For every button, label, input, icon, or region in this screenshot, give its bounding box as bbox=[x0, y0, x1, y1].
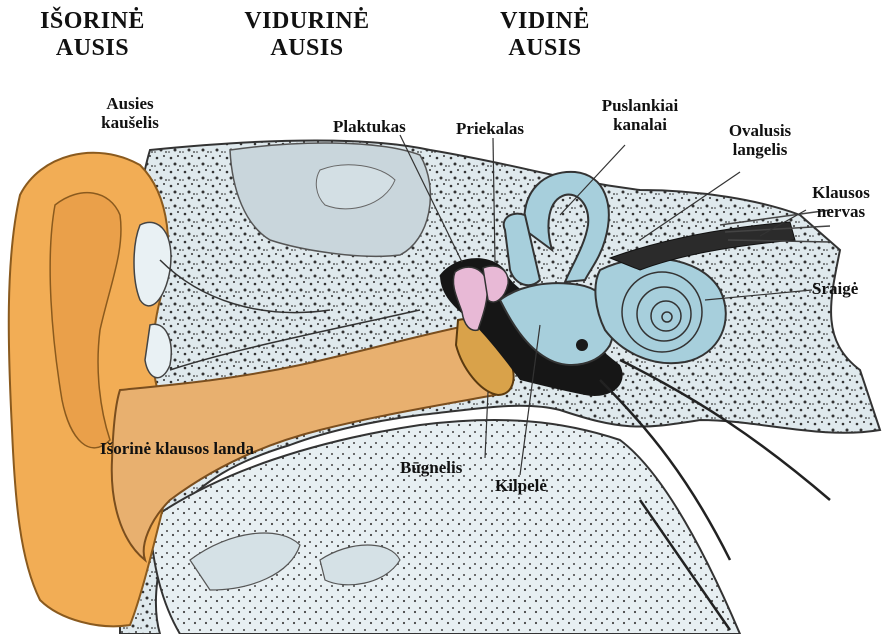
label-pinna-line2: kaušelis bbox=[80, 113, 180, 132]
label-stapes: Kilpelė bbox=[495, 476, 547, 495]
section-middle-ear-line2: AUSIS bbox=[232, 35, 382, 62]
section-middle-ear: VIDURINĖ AUSIS bbox=[232, 8, 382, 62]
label-cochlea: Sraigė bbox=[812, 279, 858, 298]
label-semicircular-canals: Puslankiai kanalai bbox=[585, 96, 695, 134]
section-outer-ear-line2: AUSIS bbox=[30, 35, 155, 62]
label-oval-window-line1: Ovalusis bbox=[710, 121, 810, 140]
label-auditory-nerve: Klausos nervas bbox=[800, 183, 882, 221]
label-malleus: Plaktukas bbox=[333, 117, 406, 136]
section-inner-ear: VIDINĖ AUSIS bbox=[485, 8, 605, 62]
label-ear-canal: Išorinė klausos landa bbox=[100, 439, 254, 458]
section-middle-ear-line1: VIDURINĖ bbox=[232, 8, 382, 35]
label-semicircular-line1: Puslankiai bbox=[585, 96, 695, 115]
section-outer-ear-line1: IŠORINĖ bbox=[30, 8, 155, 35]
label-oval-window: Ovalusis langelis bbox=[710, 121, 810, 159]
section-inner-ear-line1: VIDINĖ bbox=[485, 8, 605, 35]
label-oval-window-line2: langelis bbox=[710, 140, 810, 159]
label-eardrum: Būgnelis bbox=[400, 458, 462, 477]
section-outer-ear: IŠORINĖ AUSIS bbox=[30, 8, 155, 62]
label-auditory-nerve-line2: nervas bbox=[800, 202, 882, 221]
label-pinna: Ausies kaušelis bbox=[80, 94, 180, 132]
label-pinna-line1: Ausies bbox=[80, 94, 180, 113]
label-auditory-nerve-line1: Klausos bbox=[800, 183, 882, 202]
label-incus: Priekalas bbox=[456, 119, 524, 138]
section-inner-ear-line2: AUSIS bbox=[485, 35, 605, 62]
label-semicircular-line2: kanalai bbox=[585, 115, 695, 134]
